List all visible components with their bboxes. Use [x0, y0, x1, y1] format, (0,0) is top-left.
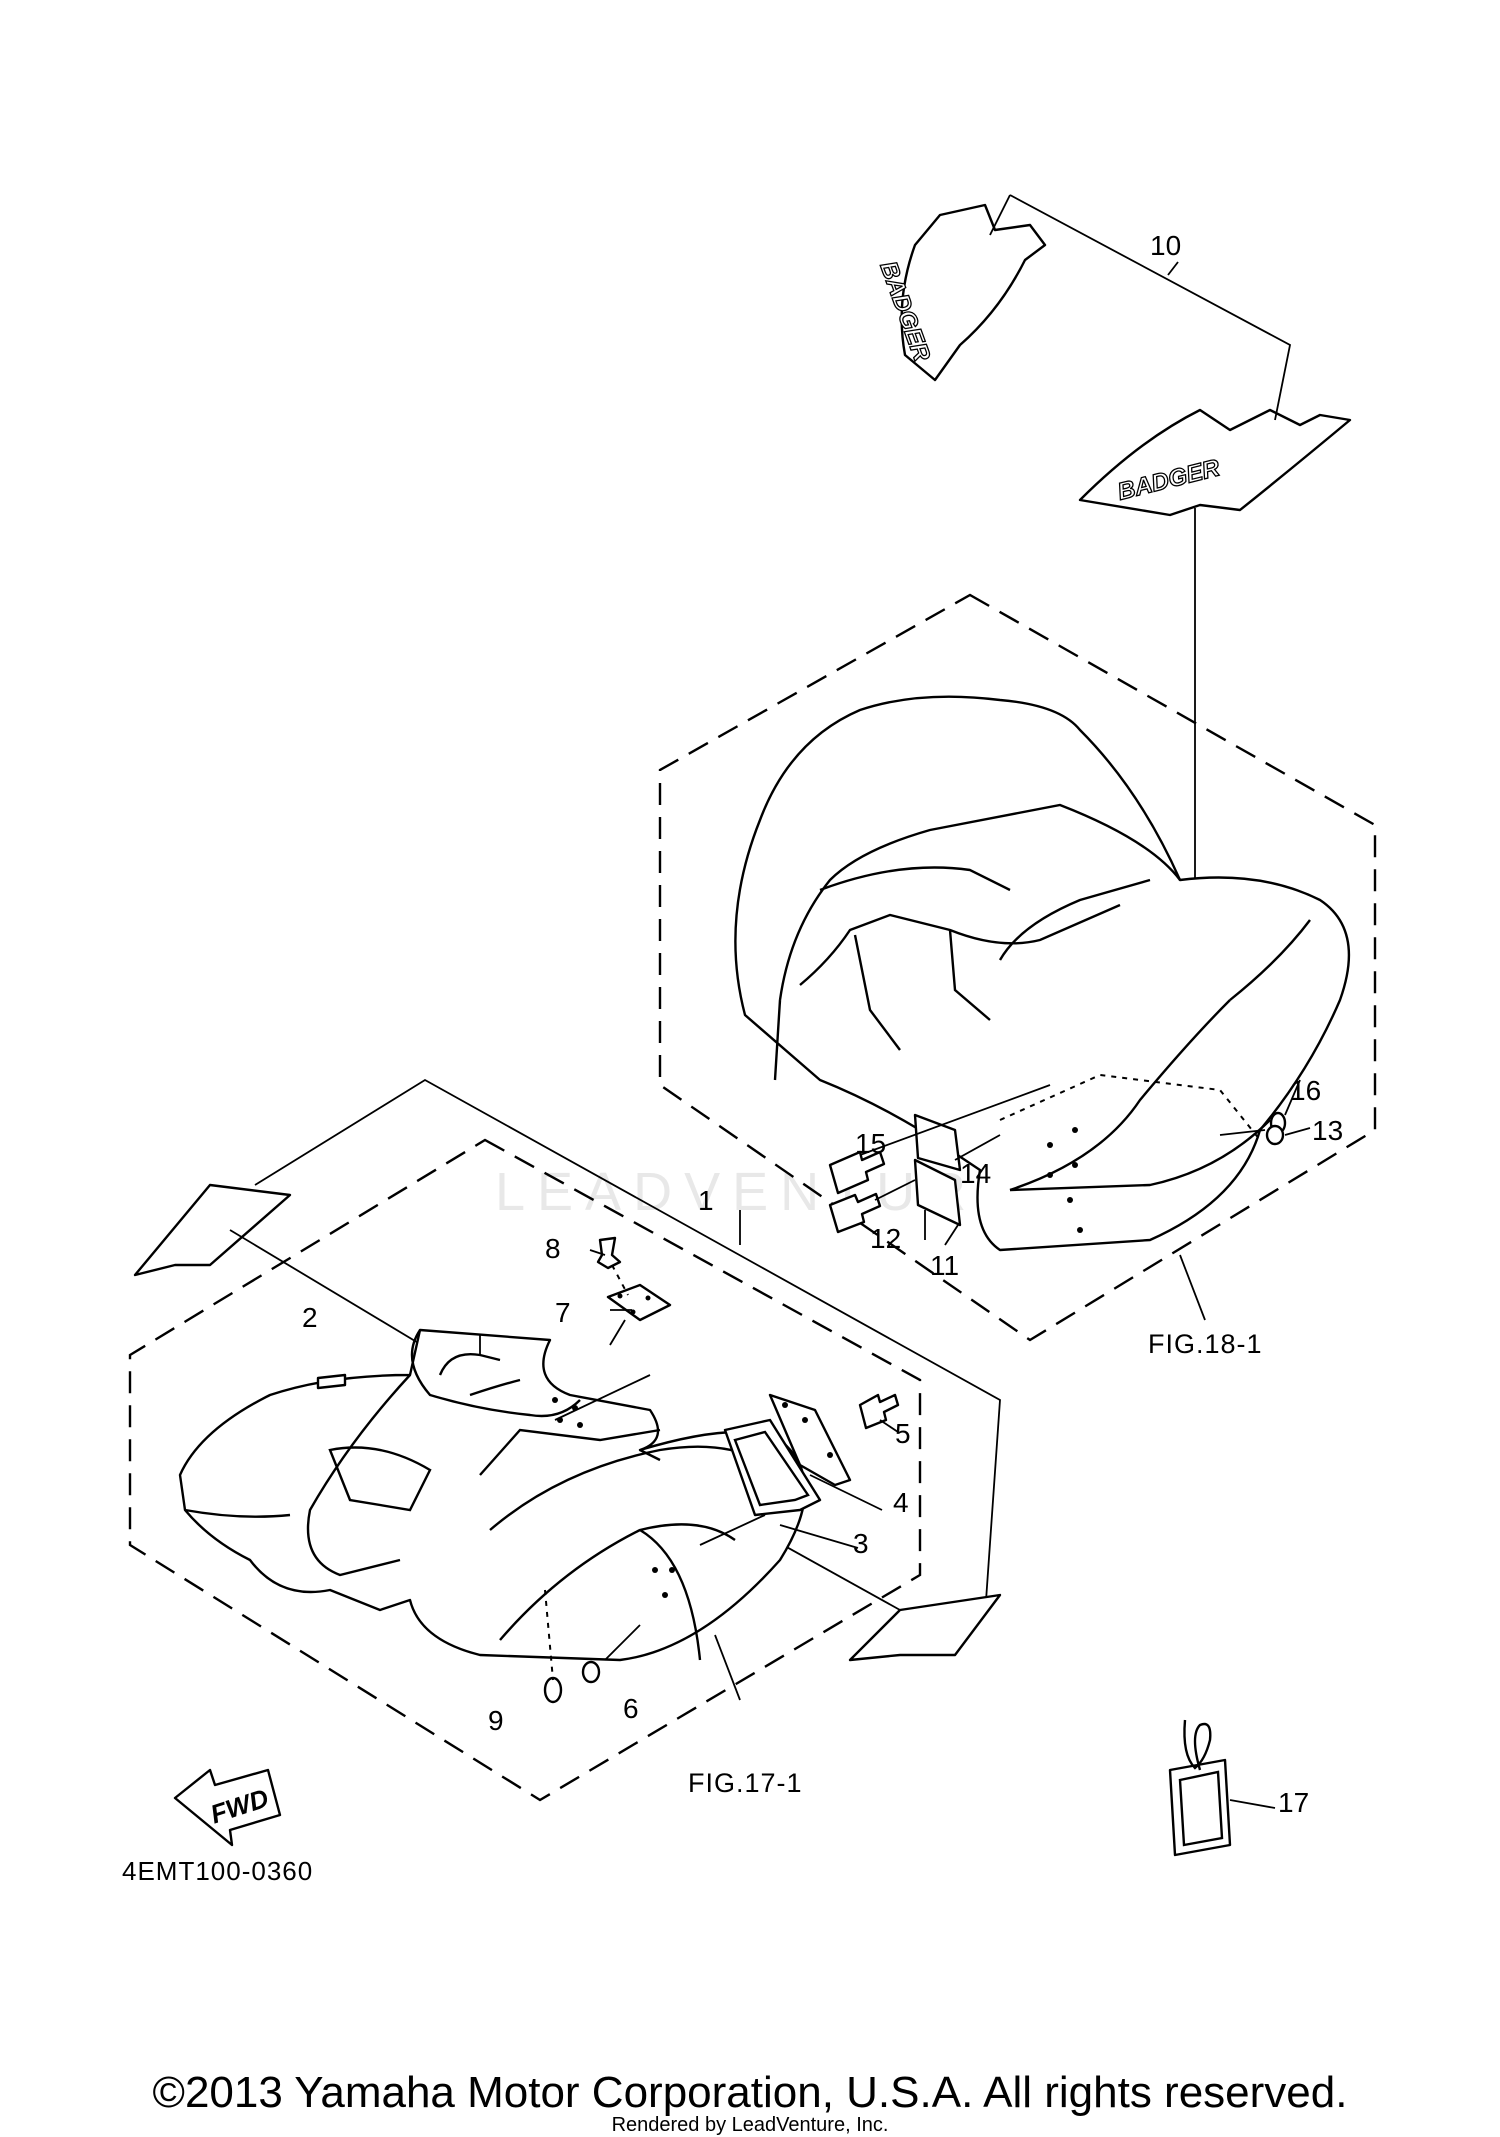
- front-label-2: [316, 1373, 347, 1390]
- tag-17: [1168, 1719, 1232, 1857]
- callout-14: 14: [960, 1158, 991, 1189]
- fig-ref-rear[interactable]: FIG.18-1: [1148, 1329, 1263, 1359]
- rivet-5: [858, 1393, 900, 1430]
- callout-12: 12: [870, 1223, 901, 1254]
- fwd-arrow-icon: FWD: [173, 1768, 282, 1847]
- rear-fender-decal-left: BADGER: [874, 203, 1047, 382]
- callout-6: 6: [623, 1693, 639, 1724]
- plate-4: [768, 1393, 852, 1487]
- callout-15: 15: [855, 1128, 886, 1159]
- callout-5: 5: [895, 1418, 911, 1449]
- callout-7: 7: [555, 1297, 571, 1328]
- front-fender: [178, 1328, 807, 1662]
- callout-16: 16: [1290, 1075, 1321, 1106]
- callout-11: 11: [930, 1250, 959, 1281]
- front-decal-right: [848, 1593, 1002, 1662]
- plate-7: [606, 1283, 672, 1322]
- callout-10: 10: [1150, 230, 1181, 261]
- callout-2: 2: [302, 1302, 318, 1333]
- gasket-3: [723, 1418, 822, 1517]
- front-decal-left: [133, 1183, 292, 1277]
- callout-8: 8: [545, 1233, 561, 1264]
- rear-fender-decal-right: BADGER: [1078, 408, 1352, 517]
- nut-6: [581, 1660, 601, 1684]
- rear-fender: [734, 695, 1351, 1252]
- rendered-by-text: Rendered by LeadVenture, Inc.: [611, 2114, 889, 2136]
- callout-13: 13: [1312, 1115, 1343, 1146]
- callout-3: 3: [853, 1528, 869, 1559]
- washer-13: [1265, 1124, 1285, 1146]
- callout-1: 1: [698, 1185, 714, 1216]
- callout-9: 9: [488, 1705, 504, 1736]
- rivet-8: [596, 1236, 622, 1270]
- nut-9: [543, 1676, 563, 1704]
- callout-4: 4: [893, 1487, 909, 1518]
- fig-ref-front[interactable]: FIG.17-1: [688, 1768, 803, 1798]
- rivet-12: [828, 1192, 882, 1234]
- rear-plate-11: [913, 1158, 962, 1227]
- callout-17: 17: [1278, 1787, 1309, 1818]
- diagram-code: 4EMT100-0360: [122, 1856, 313, 1886]
- copyright-text: ©2013 Yamaha Motor Corporation, U.S.A. A…: [152, 2068, 1348, 2117]
